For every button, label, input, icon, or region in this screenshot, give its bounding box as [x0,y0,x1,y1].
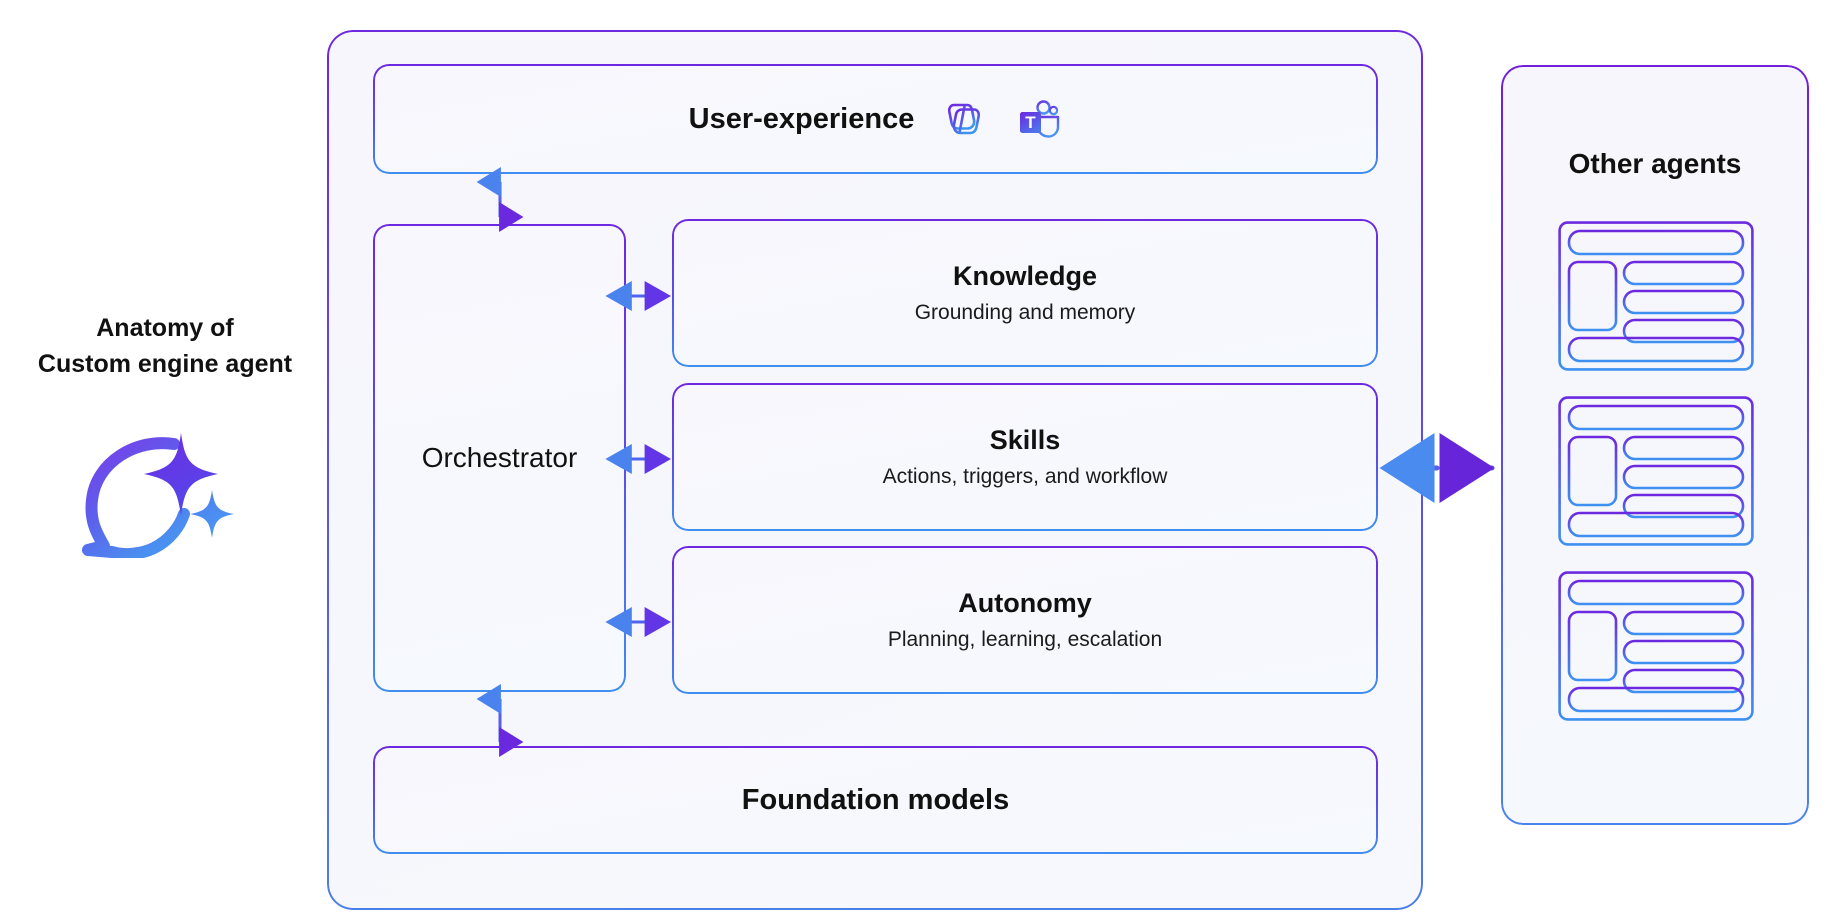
foundation-models-title: Foundation models [741,784,1010,816]
diagram-caption: Anatomy of Custom engine agent [0,310,330,382]
foundation-models-card: Foundation models [373,746,1378,854]
user-experience-title: User-experience [688,103,915,135]
skills-card: Skills Actions, triggers, and workflow [672,383,1378,531]
orchestrator-card: Orchestrator [373,224,626,692]
user-experience-card: User-experience [373,64,1378,174]
knowledge-card: Knowledge Grounding and memory [672,219,1378,367]
autonomy-title: Autonomy [958,587,1092,618]
microsoft-365-copilot-icon [940,95,988,143]
skills-subtitle: Actions, triggers, and workflow [882,464,1168,488]
autonomy-card: Autonomy Planning, learning, escalation [672,546,1378,694]
other-agents-title: Other agents [1568,148,1742,179]
caption-line-1: Anatomy of [96,314,234,342]
autonomy-subtitle: Planning, learning, escalation [887,627,1163,651]
microsoft-teams-icon: T [1014,95,1062,143]
agent-wireframe-card-2 [1558,396,1754,546]
caption-line-2: Custom engine agent [37,350,293,378]
svg-text:T: T [1026,113,1037,132]
knowledge-title: Knowledge [952,260,1097,291]
copilot-sparkle-chat-icon [78,428,248,561]
agent-wireframe-card-1 [1558,221,1754,371]
knowledge-subtitle: Grounding and memory [914,300,1136,324]
agent-wireframe-card-3 [1558,571,1754,721]
skills-title: Skills [989,424,1061,455]
orchestrator-title: Orchestrator [421,442,578,473]
